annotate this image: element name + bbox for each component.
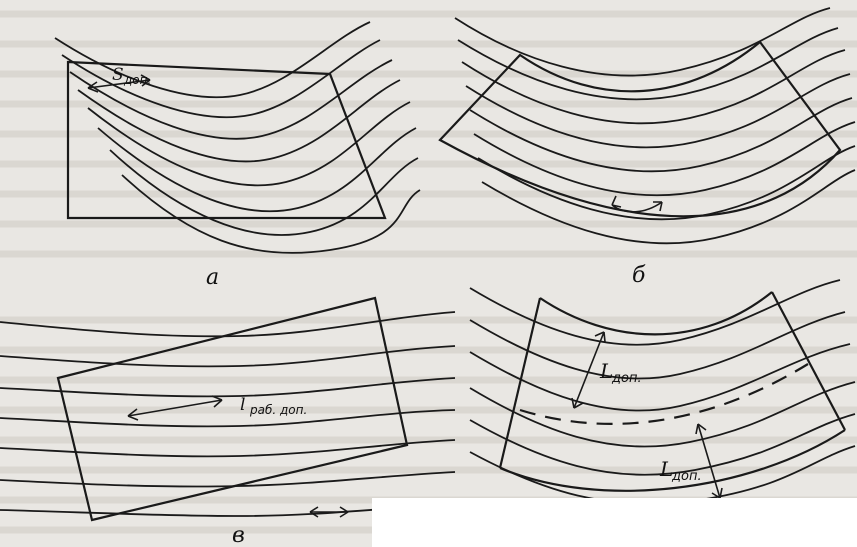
panel-v-dimension-label: l xyxy=(240,395,245,415)
panel-v-arrow xyxy=(127,395,223,421)
panel-v-dimension-sub: раб. доп. xyxy=(249,403,307,417)
panel-g-frame-right xyxy=(771,291,846,431)
panel-g xyxy=(469,279,856,505)
panel-g-arrow-2 xyxy=(695,423,723,499)
panel-g-arrow-1 xyxy=(571,331,606,409)
panel-v-small-arrow xyxy=(309,506,349,518)
panel-a-dimension-label: S xyxy=(112,65,124,85)
panel-v xyxy=(0,296,456,522)
panel-v-caption: в xyxy=(232,523,245,547)
panel-a xyxy=(54,21,421,254)
panel-a-arrow xyxy=(87,74,151,93)
panel-g-dimension-label: L xyxy=(599,359,613,383)
panel-g-frame-top xyxy=(539,291,773,336)
panel-b-frame xyxy=(438,40,842,218)
panel-g-dimension-sub-2: доп. xyxy=(671,469,702,484)
panel-v-contours xyxy=(0,311,456,517)
panel-g-frame-left xyxy=(498,297,542,469)
panel-a-dimension-sub: доп. xyxy=(123,73,151,87)
panel-v-frame xyxy=(56,296,409,522)
panel-a-contours xyxy=(54,21,421,254)
panel-b-rotation-arrow xyxy=(611,195,663,213)
panel-b xyxy=(438,7,856,245)
panel-a-frame xyxy=(66,60,387,220)
panel-g-dimension-label-2: L xyxy=(659,457,673,481)
panel-g-dimension-sub: доп. xyxy=(611,371,642,386)
panel-g-frame-bottom xyxy=(499,429,846,492)
panel-g-dashed-line xyxy=(519,363,809,425)
panel-b-caption: б xyxy=(632,263,646,288)
blank-area xyxy=(372,498,857,547)
panel-a-caption: а xyxy=(206,265,219,290)
